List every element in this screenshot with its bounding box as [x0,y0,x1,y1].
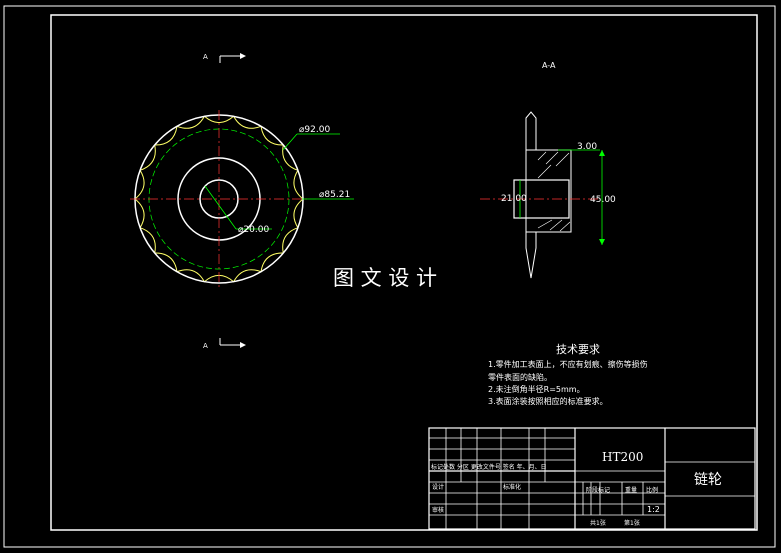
material-label: HT200 [602,450,643,464]
section-view-title: A-A [542,61,556,70]
sprocket-front-view: ⌀92.00 ⌀85.21 ⌀20.00 [130,110,354,290]
outer-diameter-label: ⌀92.00 [299,125,330,135]
section-view: A-A 3.00 45.00 21.00 [480,61,616,279]
tech-item-3: 2.未注倒角半径R=5mm。 [488,384,585,394]
bore-small-label: 21.00 [501,194,527,204]
bore-dim-line [204,185,237,230]
hub-diameter-label: 45.00 [590,195,616,205]
tech-item-1: 1.零件加工表面上，不应有划痕、擦伤等损伤 [488,359,648,369]
section-label-bottom: A [203,342,208,350]
tech-item-4: 3.表面涂装按照相应的标准要求。 [488,396,608,406]
section-upper-tooth [525,111,537,151]
stage-mark-label: 阶段标记 [586,486,610,494]
sheet-no: 第1张 [624,519,640,527]
section-mark-bottom: A [203,338,246,350]
bore-diameter-label: ⌀20.00 [238,225,269,235]
tech-requirements: 技术要求 1.零件加工表面上，不应有划痕、擦伤等损伤 零件表面的缺陷。 2.未注… [488,343,648,406]
scale-value: 1:2 [647,505,660,514]
chamfer-label: 3.00 [577,142,597,152]
part-name: 链轮 [694,472,722,488]
root-diameter-label: ⌀85.21 [319,190,350,200]
design-label: 设计 [432,483,444,491]
section-lower-tooth [525,231,537,279]
title-header-row: 标记处数 分区 更改文件号 签名 年、月、日 [431,463,547,471]
hub-dim-arrow-top [599,150,605,156]
section-label-top: A [203,53,208,61]
weight-label: 重量 [625,486,637,494]
section-bore [513,179,570,219]
standardize-label: 标准化 [503,483,521,491]
section-hub [525,149,572,233]
section-hatching [537,151,571,232]
section-mark-top: A [203,53,246,63]
scale-label: 比例 [646,486,658,494]
tech-title: 技术要求 [556,343,600,356]
outer-dim-leader [282,133,298,151]
watermark-text: 图 文 设 计 [333,266,437,290]
tech-item-2: 零件表面的缺陷。 [488,372,552,382]
review-label: 审核 [432,506,444,514]
title-block [428,427,756,530]
outer-border [3,5,776,548]
sheets-total: 共1张 [590,519,606,527]
hub-dim-arrow-bottom [599,239,605,245]
inner-border [50,14,758,531]
